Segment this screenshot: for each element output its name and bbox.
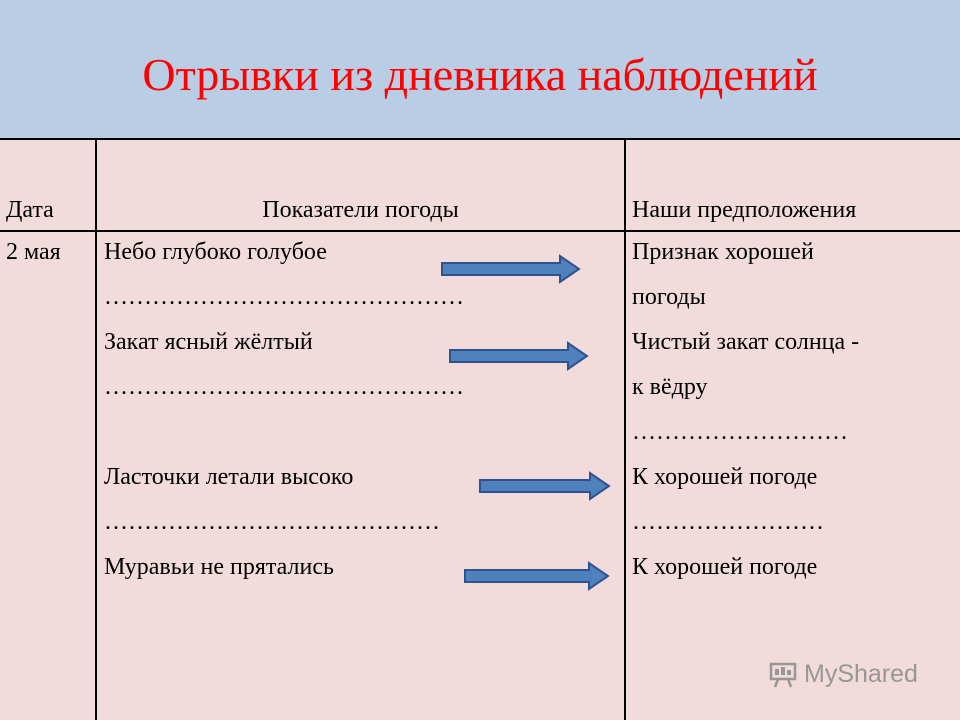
- indicator-line: ………………………………………: [104, 284, 464, 310]
- header-row-divider: [0, 230, 960, 232]
- assumption-line: К хорошей погоде: [632, 554, 818, 580]
- header-date: Дата: [6, 197, 54, 223]
- arrow-right-icon: [464, 561, 610, 591]
- assumption-line: К хорошей погоде: [632, 464, 818, 490]
- table-top-border: [0, 138, 960, 140]
- row-date: 2 мая: [6, 239, 61, 265]
- arrow-right-icon: [449, 341, 589, 371]
- watermark-text: MyShared: [804, 660, 918, 688]
- indicator-line: Муравьи не прятались: [104, 554, 334, 580]
- assumption-line: ………………………: [632, 419, 848, 445]
- indicator-line: Закат ясный жёлтый: [104, 329, 313, 355]
- observation-table: Дата Показатели погоды Наши предположени…: [0, 138, 960, 720]
- column-divider-2: [624, 138, 626, 720]
- assumption-line: ……………………: [632, 509, 824, 535]
- myshared-watermark: MyShared: [768, 656, 928, 692]
- indicator-line: Небо глубоко голубое: [104, 239, 327, 265]
- header-indicators: Показатели погоды: [262, 197, 459, 223]
- header-assumptions: Наши предположения: [632, 197, 857, 223]
- arrow-right-icon: [479, 471, 611, 501]
- assumption-line: Признак хорошей: [632, 239, 814, 265]
- assumption-line: погоды: [632, 284, 706, 310]
- assumption-line: к вёдру: [632, 374, 708, 400]
- page-title: Отрывки из дневника наблюдений: [142, 49, 818, 100]
- column-divider-1: [95, 138, 97, 720]
- presentation-board-icon: [769, 662, 797, 688]
- assumption-line: Чистый закат солнца -: [632, 329, 860, 355]
- indicator-line: ……………………………………: [104, 509, 440, 535]
- arrow-right-icon: [441, 254, 581, 284]
- title-banner: [0, 0, 960, 138]
- indicator-line: Ласточки летали высоко: [104, 464, 354, 490]
- indicator-line: ………………………………………: [104, 374, 464, 400]
